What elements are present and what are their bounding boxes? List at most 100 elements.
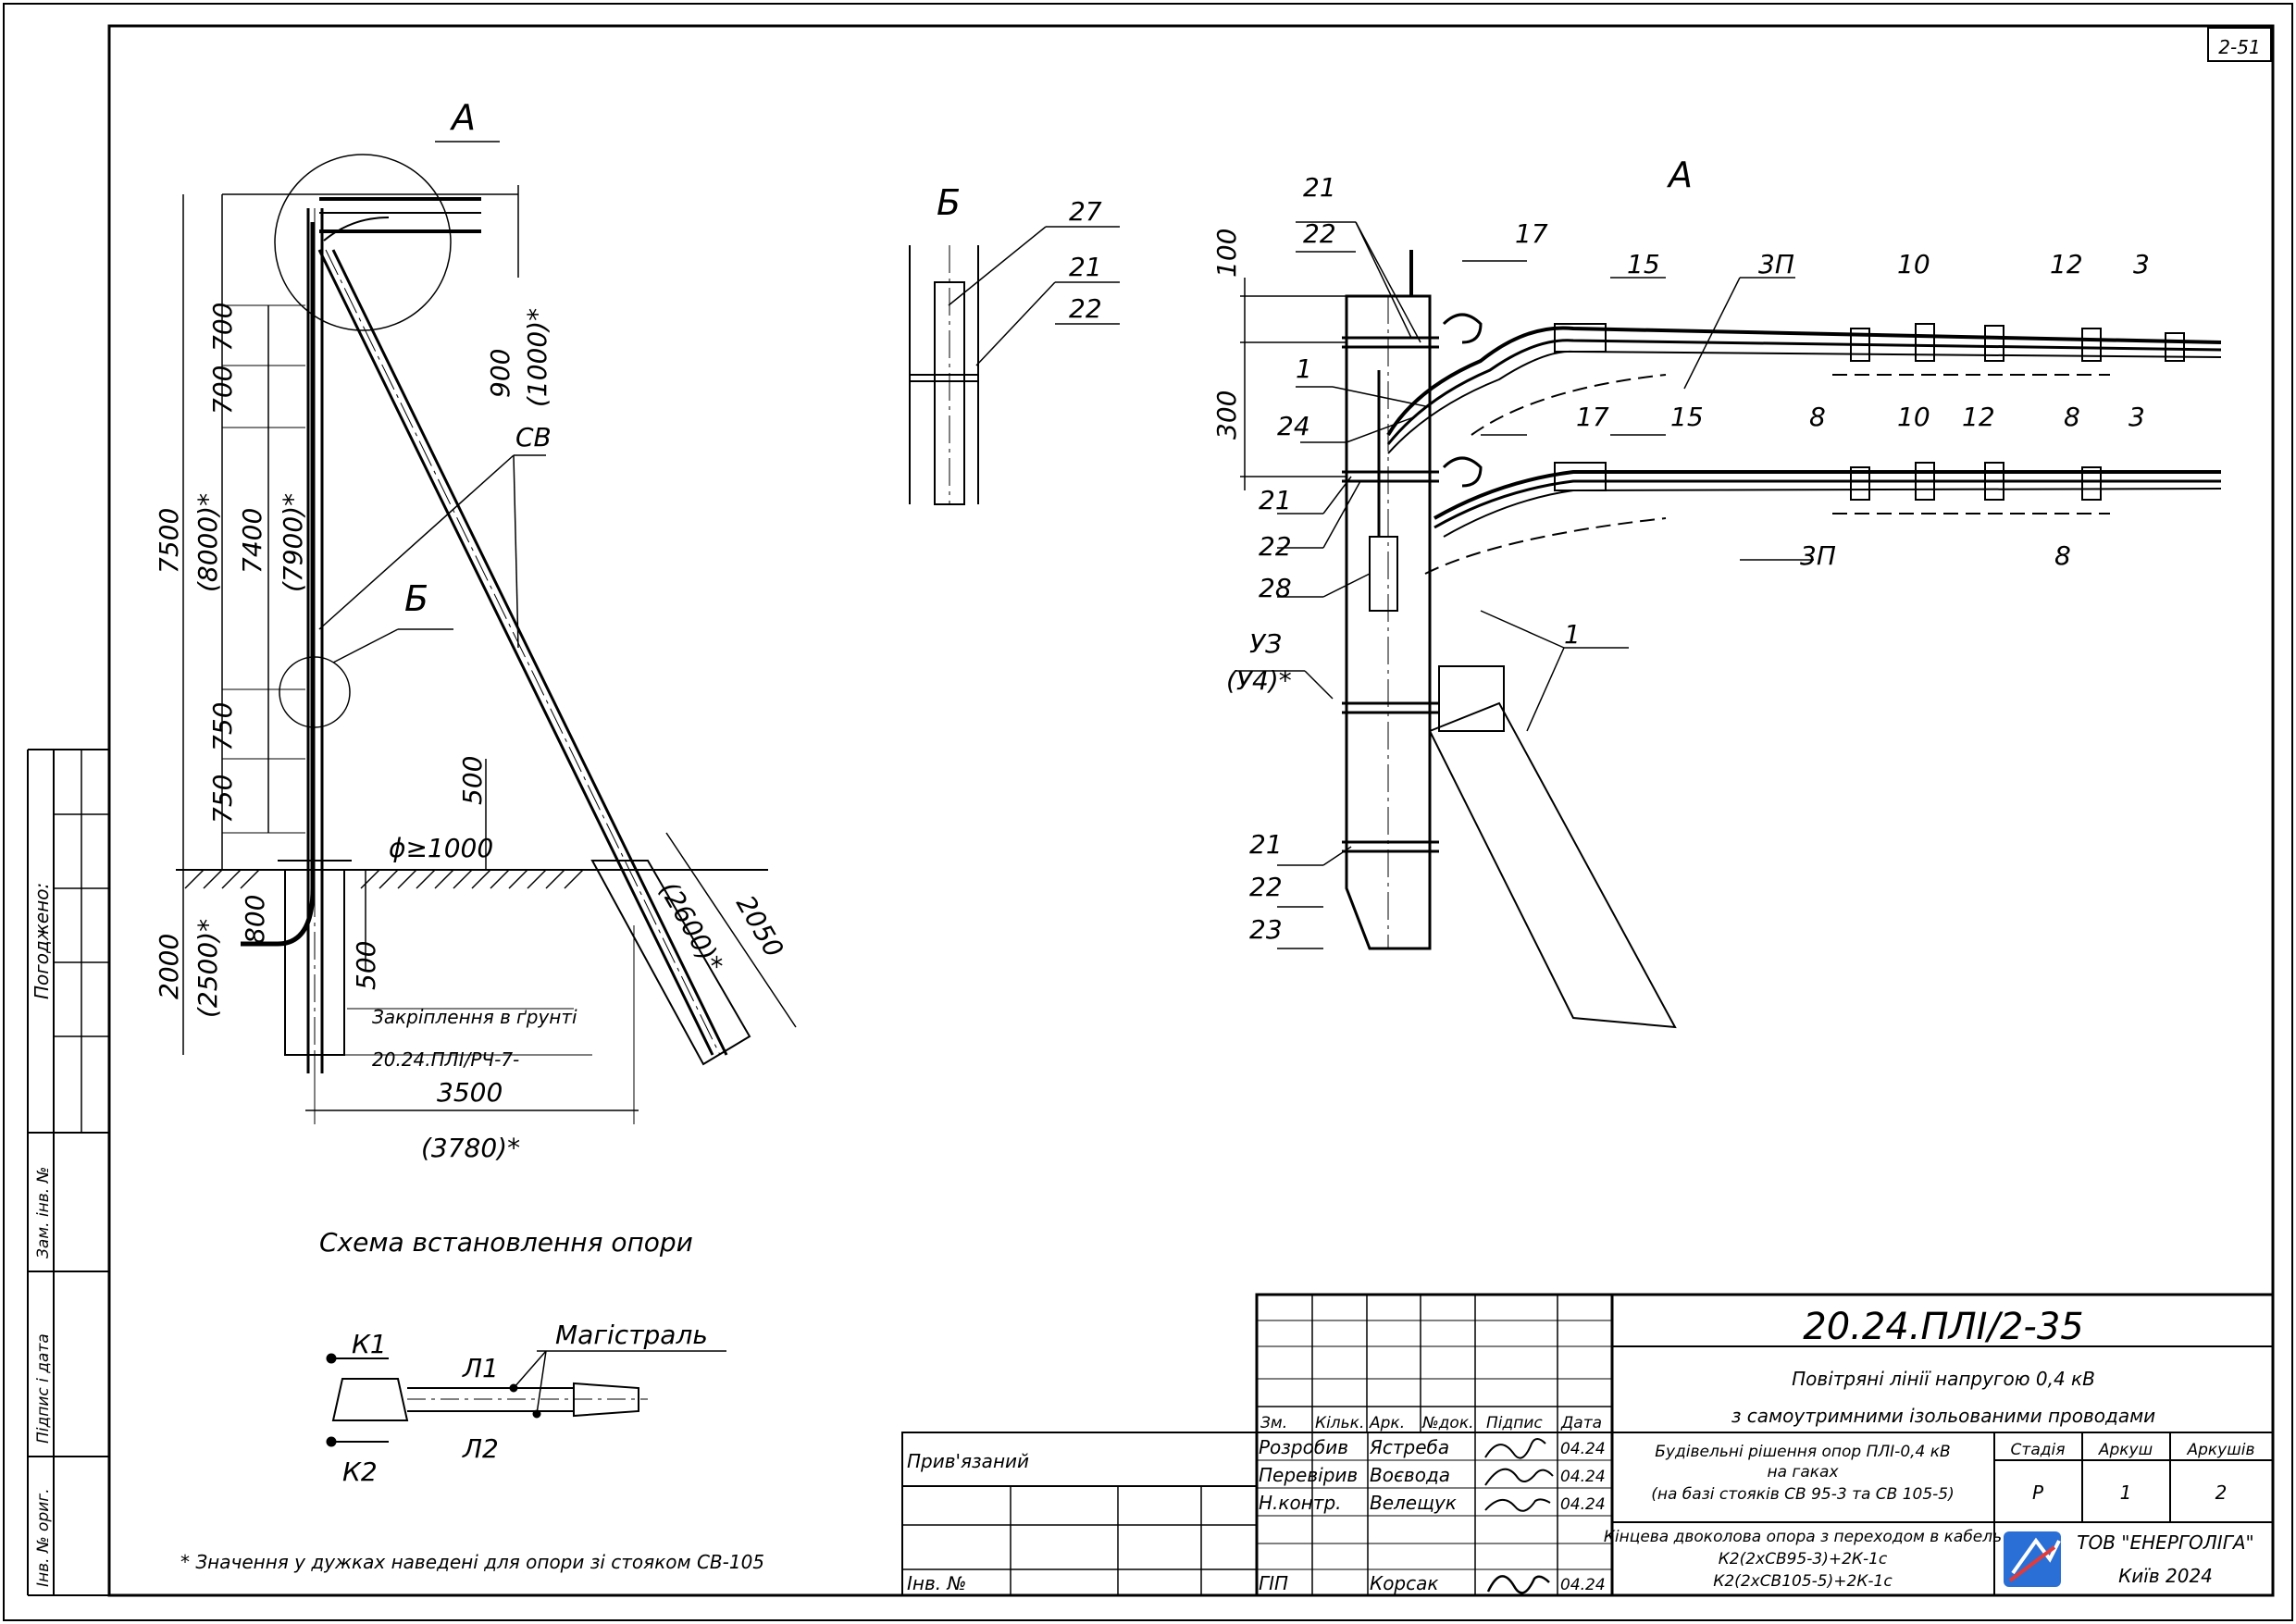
stage-label: Стадія bbox=[2011, 1441, 2066, 1459]
row-3-role: Н.контр. bbox=[1259, 1492, 1342, 1514]
pos-22-b: 22 bbox=[1259, 531, 1292, 562]
connection-labels: К1 К2 Л1 Л2 Магістраль bbox=[342, 1320, 708, 1487]
company-city: Київ 2024 bbox=[2118, 1565, 2213, 1587]
dim-750-b: 750 bbox=[207, 775, 238, 824]
pos-uz: УЗ bbox=[1249, 628, 1282, 659]
pos-21-b: 21 bbox=[1259, 485, 1292, 515]
pos-u4: (У4)* bbox=[1226, 665, 1292, 696]
stage-value: Р bbox=[2032, 1481, 2044, 1504]
row-1-name: Ястреба bbox=[1369, 1436, 1449, 1458]
company-name: ТОВ "ЕНЕРГОЛІГА" bbox=[2077, 1531, 2253, 1554]
pos-12-a: 12 bbox=[2050, 249, 2083, 279]
row-4-date: 04.24 bbox=[1560, 1576, 1606, 1594]
pos-22-a: 22 bbox=[1303, 218, 1336, 249]
sheet-title-2: К2(2хСВ95-3)+2К-1с bbox=[1719, 1550, 1888, 1568]
row-1-role: Розробив bbox=[1259, 1436, 1348, 1458]
scheme-title: Схема встановлення опори bbox=[319, 1227, 693, 1258]
row-4-role: ГІП bbox=[1259, 1572, 1288, 1594]
l1-label: Л1 bbox=[462, 1353, 499, 1383]
section-line-1: Будівельні рішення опор ПЛІ-0,4 кВ bbox=[1655, 1443, 1950, 1461]
pos-8-c: 8 bbox=[2054, 540, 2071, 571]
row-3-name: Велещук bbox=[1370, 1492, 1457, 1514]
detail-b bbox=[909, 226, 1120, 505]
title-block bbox=[901, 1293, 2275, 1597]
dim-500-b: 500 bbox=[351, 941, 381, 990]
dim-900: 900 bbox=[485, 349, 515, 398]
dim-3780: (3780)* bbox=[421, 1133, 520, 1163]
dim-700-b: 700 bbox=[207, 366, 238, 415]
dim-7500: 7500 bbox=[154, 508, 184, 574]
pos-8-a: 8 bbox=[1809, 402, 1826, 432]
dim-7400: 7400 bbox=[237, 508, 267, 574]
sign-date-label: Підпис і дата bbox=[34, 1333, 53, 1444]
drawing-frame bbox=[107, 24, 2275, 1597]
pos-10-b: 10 bbox=[1897, 402, 1930, 432]
cv-label: СВ bbox=[515, 422, 552, 452]
dim-phi: ϕ≥1000 bbox=[389, 833, 493, 863]
pos-17-a: 17 bbox=[1515, 218, 1548, 249]
scheme-labels: А Б СВ 7500 (8000)* 7400 (7900)* 700 700… bbox=[154, 97, 789, 1258]
pos-22-c: 22 bbox=[1249, 872, 1283, 902]
left-stamp: Погоджено: Зам. інв. № Підпис і дата Інв… bbox=[27, 749, 109, 1596]
detail-b-labels: Б 27 21 22 bbox=[937, 182, 1102, 324]
detail-b-pos-27: 27 bbox=[1069, 196, 1102, 227]
dim-7900: (7900)* bbox=[278, 493, 308, 592]
sheets-label: Аркушів bbox=[2186, 1441, 2254, 1459]
footnote: * Значення у дужках наведені для опори з… bbox=[180, 1551, 764, 1573]
project-line-1: Повітряні лінії напругою 0,4 кВ bbox=[1792, 1368, 2095, 1390]
pos-17-b: 17 bbox=[1576, 402, 1609, 432]
pos-12-b: 12 bbox=[1962, 402, 1995, 432]
pos-28: 28 bbox=[1259, 573, 1292, 603]
sheets-value: 2 bbox=[2215, 1481, 2228, 1504]
hdr-pidpys: Підпис bbox=[1486, 1414, 1543, 1432]
hdr-ndoc: №док. bbox=[1421, 1414, 1474, 1432]
dim-500-a: 500 bbox=[457, 756, 488, 805]
row-2-role: Перевірив bbox=[1259, 1464, 1358, 1486]
k1-label: К1 bbox=[352, 1329, 387, 1359]
sheet-title-3: К2(2хСВ105-5)+2К-1с bbox=[1713, 1572, 1893, 1591]
l2-label: Л2 bbox=[462, 1433, 499, 1464]
row-2-name: Воєвода bbox=[1370, 1464, 1450, 1486]
replaced-inv-label: Зам. інв. № bbox=[34, 1167, 53, 1258]
dim-750-a: 750 bbox=[207, 702, 238, 751]
detail-b-pos-22: 22 bbox=[1069, 293, 1102, 324]
pos-3p-a: 3П bbox=[1758, 249, 1794, 279]
detail-a bbox=[1235, 221, 2222, 1029]
sheet-value: 1 bbox=[2120, 1481, 2132, 1504]
dim-800: 800 bbox=[240, 895, 270, 944]
row-4-name: Корсак bbox=[1370, 1572, 1438, 1594]
sheet-number: 2-51 bbox=[2218, 36, 2260, 58]
pos-10-a: 10 bbox=[1897, 249, 1930, 279]
orig-inv-label: Інв. № ориг. bbox=[34, 1488, 53, 1587]
pos-3-a: 3 bbox=[2133, 249, 2150, 279]
dim-8000: (8000)* bbox=[192, 493, 223, 592]
inv-label: Інв. № bbox=[907, 1572, 966, 1594]
hdr-data: Дата bbox=[1560, 1414, 1602, 1432]
connection-schematic bbox=[326, 1350, 726, 1447]
sheet-title-1: Кінцева двоколова опора з переходом в ка… bbox=[1604, 1528, 2002, 1546]
pos-15-a: 15 bbox=[1627, 249, 1660, 279]
dim-700-a: 700 bbox=[207, 303, 238, 352]
detail-a-labels: А 21 22 17 15 3П 10 12 3 1 24 8 10 12 8 … bbox=[1211, 155, 2150, 945]
view-b-label: Б bbox=[937, 182, 961, 223]
view-a-label-detail: А bbox=[1666, 155, 1693, 195]
dim-2500: (2500)* bbox=[192, 919, 223, 1018]
dim-2000: 2000 bbox=[154, 934, 184, 999]
ground-note: Закріплення в ґрунті bbox=[372, 1006, 577, 1028]
row-3-date: 04.24 bbox=[1560, 1495, 1606, 1514]
dim-2050: 2050 bbox=[730, 890, 789, 962]
ground-ref: 20.24.ПЛІ/РЧ-7- bbox=[372, 1048, 519, 1071]
dim-1000: (1000)* bbox=[522, 308, 552, 407]
project-line-2: з самоутримними ізольованими проводами bbox=[1731, 1405, 2155, 1427]
agreed-label: Погоджено: bbox=[31, 883, 53, 999]
hdr-zm: Зм. bbox=[1260, 1414, 1287, 1432]
drawing-code: 20.24.ПЛІ/2-35 bbox=[1803, 1306, 2083, 1348]
pos-1-b: 1 bbox=[1564, 619, 1581, 650]
main-label: Магістраль bbox=[555, 1320, 708, 1350]
view-a-label: А bbox=[449, 97, 476, 138]
pos-24: 24 bbox=[1277, 411, 1310, 441]
k2-label: К2 bbox=[342, 1457, 378, 1487]
pos-21-c: 21 bbox=[1249, 829, 1283, 860]
detail-b-pos-21: 21 bbox=[1069, 252, 1102, 282]
